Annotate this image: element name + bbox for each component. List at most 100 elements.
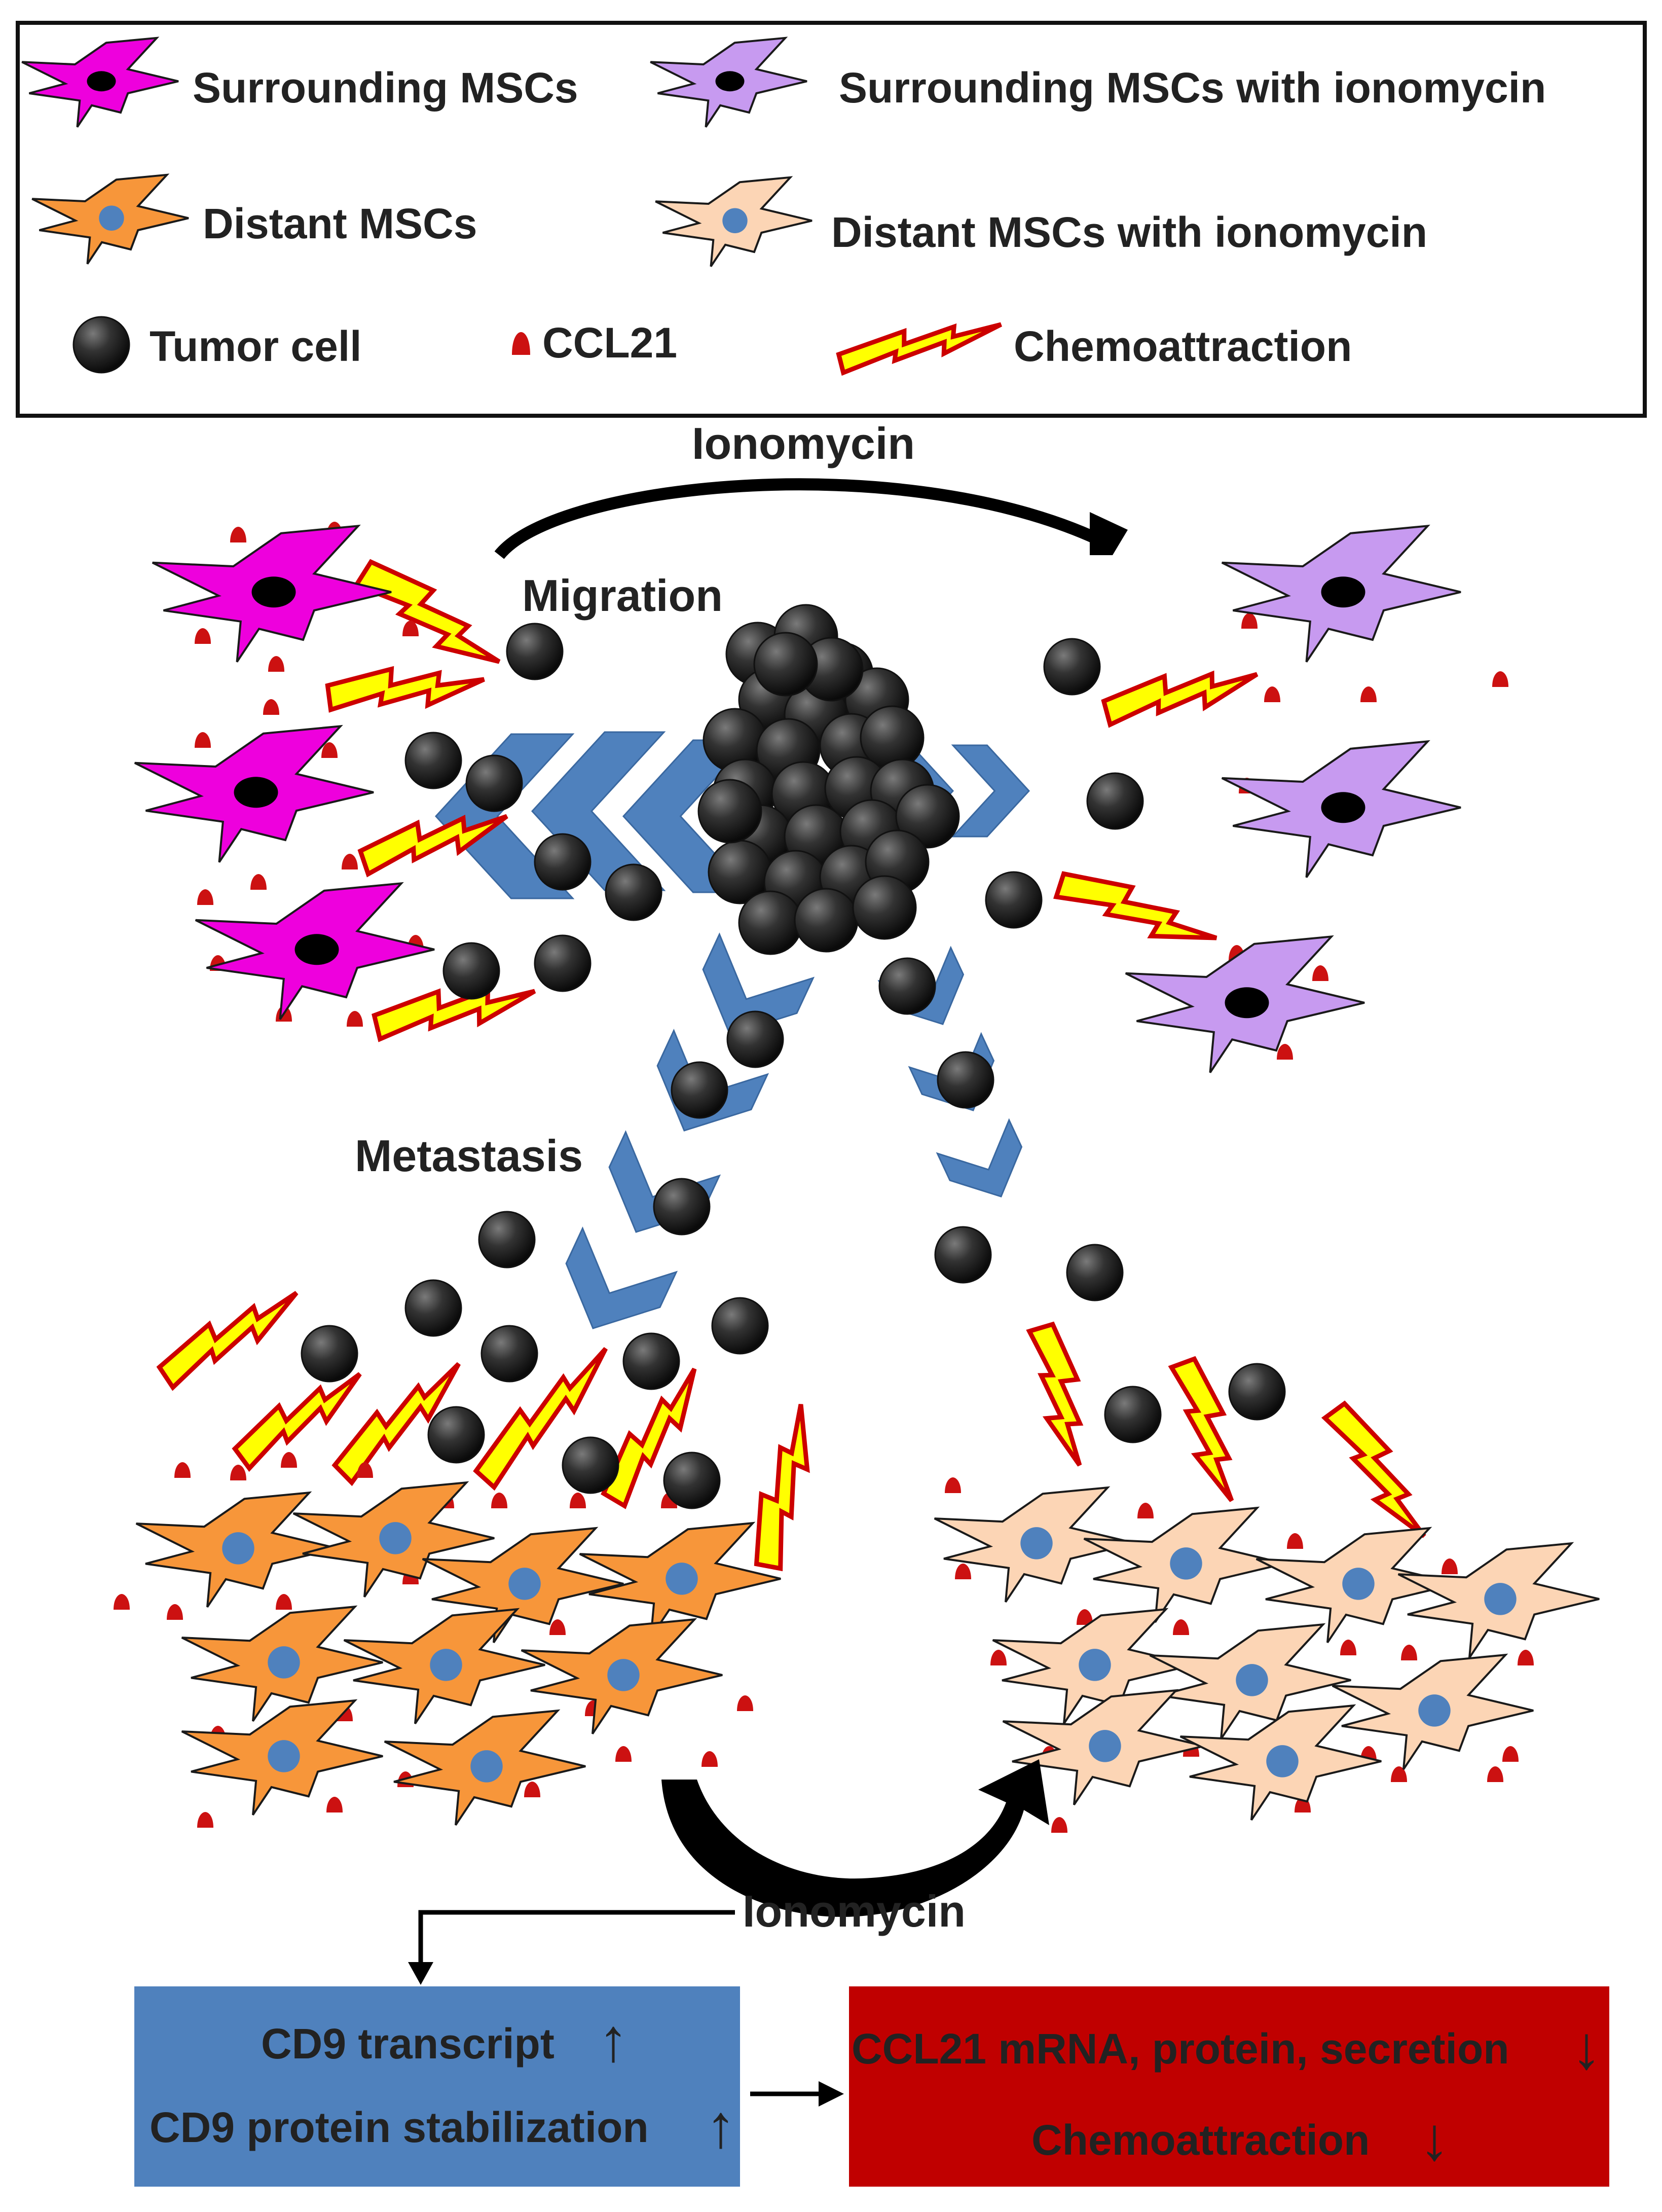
distant-msc-cell (292, 1481, 495, 1598)
ccl21-dot (197, 889, 213, 905)
ccl21-dot (326, 1797, 343, 1812)
distant-msc-ionomycin-cell (992, 1608, 1194, 1724)
ccl21-dot (491, 1493, 507, 1508)
distant-msc-ionomycin-cell (1397, 1542, 1600, 1658)
ccl21-dot (1492, 671, 1508, 687)
legend-label-distant-ionomycin: Distant MSCs with ionomycin (831, 208, 1427, 256)
tumor-cell (622, 1332, 680, 1390)
ccl21-dot (1287, 1533, 1303, 1549)
distant-msc-cell (343, 1608, 545, 1724)
legend-item-chemoattraction: Chemoattraction (836, 322, 1352, 376)
distant-msc-ionomycin-cell (1083, 1506, 1285, 1623)
ccl21-dot (1518, 1650, 1534, 1665)
tumor-cell (404, 732, 462, 789)
legend-item-distant-ionomycin: Distant MSCs with ionomycin (655, 176, 1427, 267)
tumor-cell (738, 890, 803, 955)
msc-cells (134, 524, 1600, 1826)
legend-label-distant: Distant MSCs (203, 200, 477, 247)
ccl21-icon (512, 332, 530, 355)
tumor-cells (301, 604, 1286, 1509)
tumor-cell-icon (72, 316, 130, 374)
ionomycin-bottom-arrow (661, 1759, 1049, 1917)
tumor-cell (794, 888, 859, 953)
legend-item-distant: Distant MSCs (31, 173, 477, 265)
tumor-cell (985, 871, 1043, 929)
ccl21-dot (1264, 686, 1280, 702)
blue-to-red-arrow (750, 2081, 844, 2107)
chevron-arrow (531, 731, 666, 891)
tumor-cell (534, 934, 592, 992)
ccl21-dot (1340, 1640, 1356, 1655)
chevron-arrow (951, 744, 1030, 838)
chemoattraction-down-arrow: ↓ (1419, 2105, 1450, 2173)
distant-msc-cell (521, 1618, 723, 1734)
ccl21-dot (955, 1564, 971, 1579)
distant-msc-ionomycin-cell (1002, 1689, 1204, 1805)
tumor-cell (427, 1406, 485, 1464)
ionomycin-bottom-label: Ionomycin (743, 1886, 966, 1936)
tumor-cell (711, 1297, 769, 1355)
ccl21-dot (1401, 1645, 1417, 1660)
ccl21-dot (1241, 613, 1258, 629)
surrounding-msc-ionomycin-icon (650, 37, 807, 128)
legend-item-tumor: Tumor cell (72, 316, 362, 374)
ccl21-dot (990, 1650, 1007, 1665)
tumor-cell (653, 1178, 711, 1236)
tumor-cell (506, 623, 564, 680)
chemoattraction-icon (836, 322, 1003, 376)
ccl21-dot (1360, 686, 1377, 702)
cd9-transcript-text: CD9 transcript (261, 2020, 555, 2068)
ccl21-dot (114, 1594, 130, 1610)
ccl21-dot (276, 1594, 292, 1610)
ccl21-dot (737, 1695, 753, 1711)
legend-item-surrounding: Surrounding MSCs (21, 37, 578, 128)
cd9-box (134, 1986, 740, 2187)
ccl21-dot (1391, 1766, 1407, 1782)
tumor-cell (534, 833, 592, 891)
surrounding-msc-ionomycin-cell (1221, 524, 1461, 663)
tumor-cell (671, 1061, 728, 1119)
ccl21-dot (263, 699, 279, 715)
ccl21-dot (701, 1751, 718, 1767)
legend-item-surrounding-ionomycin: Surrounding MSCs with ionomycin (650, 37, 1546, 128)
ccl21-dot (1077, 1609, 1093, 1625)
migration-label: Migration (522, 570, 723, 621)
surrounding-msc-cell (134, 724, 374, 863)
tumor-cell (934, 1226, 992, 1284)
cd9-stabilization-text: CD9 protein stabilization (150, 2104, 649, 2151)
ionomycin-top-label: Ionomycin (692, 418, 915, 468)
ccl21-dot (615, 1746, 632, 1762)
ccl21-dot (342, 854, 358, 869)
distant-msc-icon (31, 173, 189, 265)
tumor-cell (937, 1051, 994, 1109)
surrounding-msc-cell (152, 524, 392, 663)
distant-msc-cell (384, 1709, 586, 1826)
ccl21-dot (250, 874, 267, 890)
ccl21-dot (347, 1011, 363, 1027)
ccl21-dot (1312, 965, 1328, 981)
ionomycin-to-blue-connector (408, 1910, 735, 1985)
ccl21-dot (1487, 1766, 1503, 1782)
tumor-cell (726, 1010, 784, 1068)
ccl21-dot (402, 621, 419, 636)
surrounding-msc-cell (195, 882, 435, 1020)
distant-msc-ionomycin-icon (655, 176, 812, 267)
ccl21-dot (321, 742, 338, 758)
ccl21-expression-down-arrow: ↓ (1571, 2014, 1602, 2082)
tumor-cell (852, 875, 917, 940)
surrounding-msc-ionomycin-cell (1125, 935, 1365, 1073)
distant-msc-ionomycin-cell (1332, 1653, 1534, 1770)
legend-label-surrounding-ionomycin: Surrounding MSCs with ionomycin (839, 64, 1546, 112)
ccl21-dot (1173, 1619, 1189, 1635)
tumor-cell (481, 1325, 538, 1383)
ccl21-dot (230, 527, 246, 542)
distant-msc-cell (422, 1527, 624, 1643)
chevron-arrow (622, 739, 752, 893)
ccl21-dot (195, 732, 211, 748)
ccl21-dot (281, 1452, 297, 1468)
ccl21-expression-text: CCL21 mRNA, protein, secretion (852, 2025, 1509, 2073)
ccl21-dot (549, 1619, 566, 1635)
distant-msc-ionomycin-cell (934, 1486, 1136, 1603)
legend-label-ccl21: CCL21 (542, 319, 677, 367)
